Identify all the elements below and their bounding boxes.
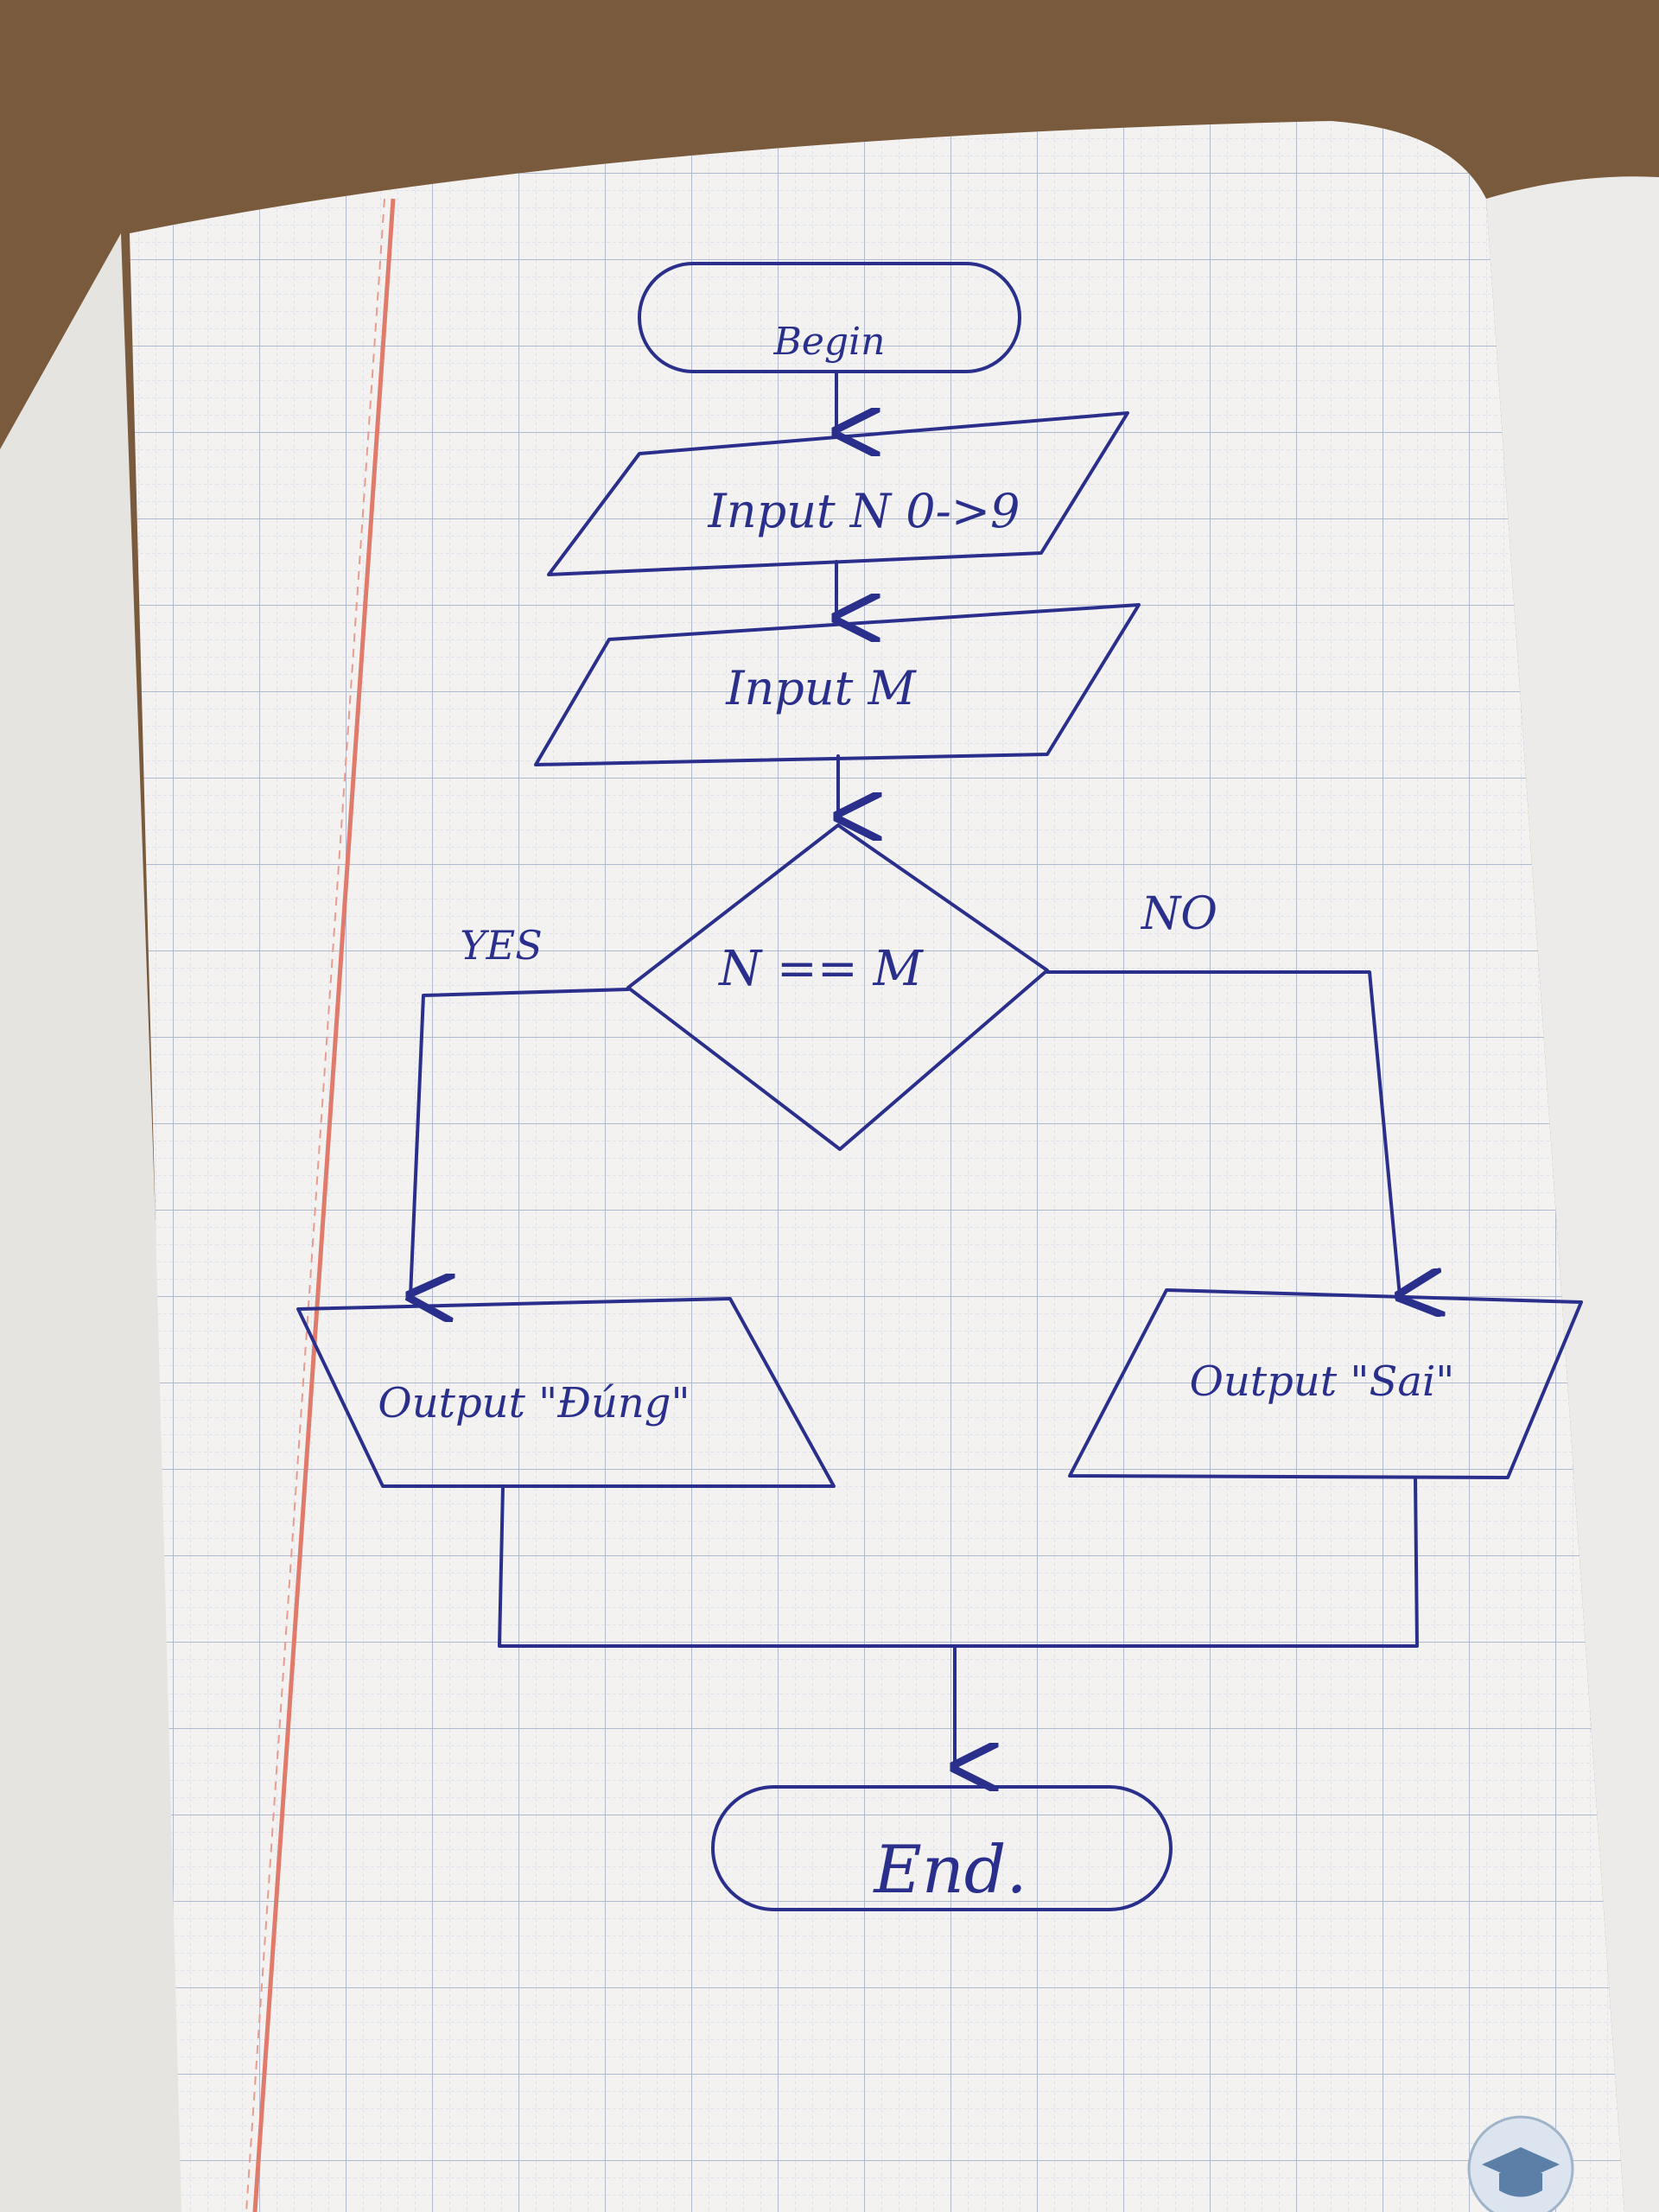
no-label: NO — [1140, 888, 1217, 940]
right-page — [1486, 176, 1659, 2212]
begin-node: Begin — [638, 262, 1021, 373]
decision-label: N == M — [717, 941, 924, 997]
merge-connector — [498, 1476, 1419, 1648]
main-page-grid — [130, 121, 1624, 2212]
left-page-edge — [0, 233, 190, 2212]
begin-label: Begin — [773, 320, 886, 364]
end-label: End. — [872, 1831, 1027, 1908]
output-yes-label: Output "Đúng" — [378, 1379, 690, 1427]
yes-label: YES — [460, 922, 542, 969]
input-n-node: Input N 0->9 — [547, 411, 1129, 576]
input-m-label: Input M — [725, 661, 917, 715]
end-node: End. — [711, 1785, 1173, 1911]
yes-connector — [410, 988, 630, 1296]
output-no-node: Output "Sai" — [1068, 1288, 1583, 1479]
output-yes-node: Output "Đúng" — [296, 1297, 836, 1488]
decision-node: N == M — [626, 823, 1049, 1151]
no-connector — [1046, 970, 1400, 1296]
input-m-node: Input M — [534, 603, 1141, 766]
graduation-cap-icon — [1467, 2115, 1574, 2212]
margin-line — [252, 198, 396, 2212]
output-no-label: Output "Sai" — [1190, 1357, 1455, 1406]
input-n-label: Input N 0->9 — [708, 484, 1020, 538]
